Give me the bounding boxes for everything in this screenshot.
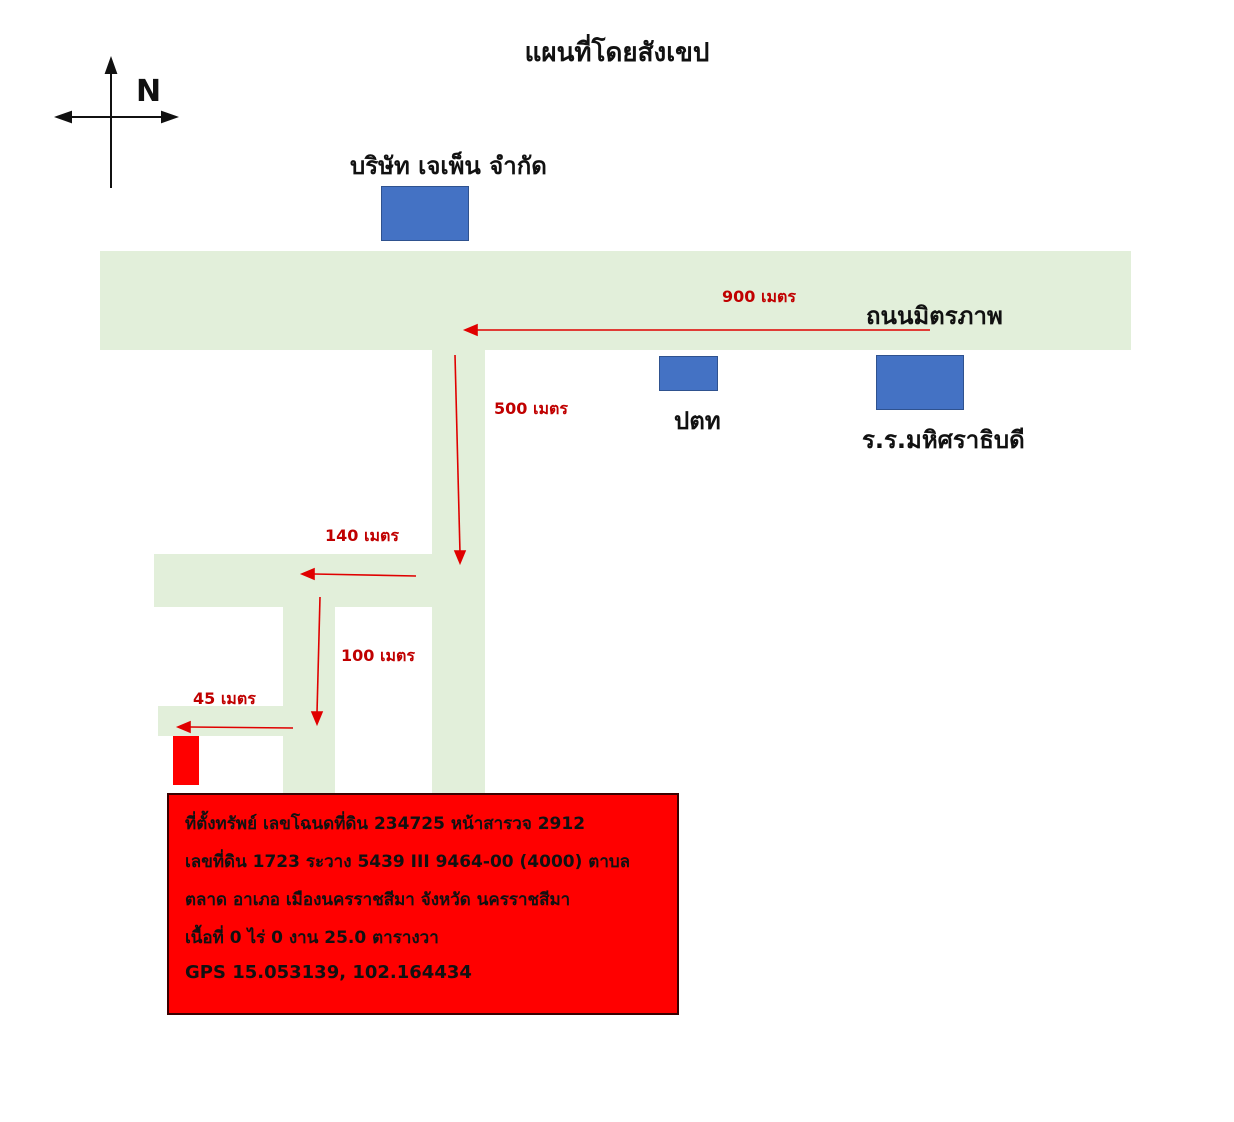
distance-140-label: 140 เมตร: [325, 526, 399, 545]
info-gps: GPS 15.053139, 102.164434: [185, 962, 472, 983]
school-label: ร.ร.มหิศราธิบดี: [862, 426, 1025, 454]
compass-north-label: N: [136, 74, 162, 109]
school-building: [876, 355, 964, 410]
side-road-140: [154, 554, 432, 607]
info-line-area: เนื้อที่ 0 ไร่ 0 งาน 25.0 ตารางวา: [185, 928, 439, 948]
distance-900-label: 900 เมตร: [722, 287, 796, 306]
road-name-label: ถนนมิตรภาพ: [866, 302, 1003, 330]
property-info-box: ที่ตั้งทรัพย์ เลขโฉนดที่ดิน 234725 หน้าส…: [167, 793, 679, 1015]
main-road: [100, 251, 1131, 350]
info-line-deed: ที่ตั้งทรัพย์ เลขโฉนดที่ดิน 234725 หน้าส…: [185, 814, 586, 834]
distance-45-label: 45 เมตร: [193, 689, 256, 708]
gas-station-label: ปตท: [674, 407, 721, 435]
target-property-marker: [173, 736, 199, 785]
distance-500-label: 500 เมตร: [494, 399, 568, 418]
distance-100-label: 100 เมตร: [341, 646, 415, 665]
info-line-location: ตลาด อาเภอ เมืองนครราชสีมา จังหวัด นครรา…: [185, 890, 571, 910]
vertical-road-100: [283, 607, 335, 794]
map-title: แผนที่โดยสังเขป: [524, 38, 710, 68]
company-label: บริษัท เจเพ็น จำกัด: [350, 152, 547, 180]
info-line-parcel: เลขที่ดิน 1723 ระวาง 5439 III 9464-00 (4…: [185, 852, 631, 872]
vertical-road-main: [432, 350, 485, 794]
gas-station-building: [659, 356, 718, 391]
company-building: [381, 186, 469, 241]
